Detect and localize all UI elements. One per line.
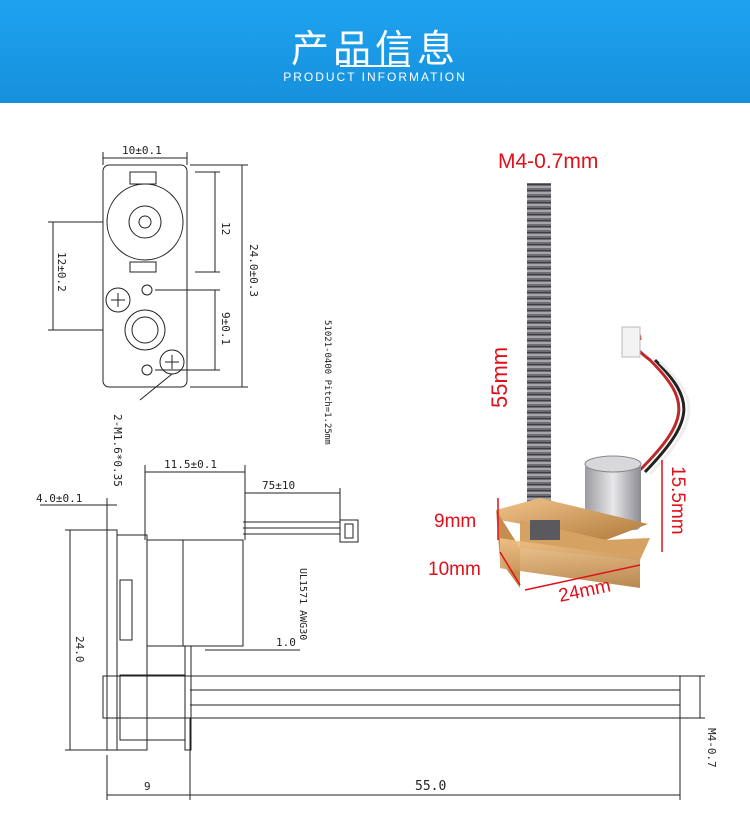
side-view-shaft [102,675,681,719]
dim-11-5: 11.5±0.1 [164,458,217,471]
cable-note: UL1571 AWG30 [297,568,308,640]
label-width-24: 24mm [557,575,613,607]
label-length: 55mm [487,347,512,408]
dim-4-0: 4.0±0.1 [36,492,82,505]
title-divider [340,65,410,67]
dim-12: 12 [219,222,232,235]
screw-left [105,287,131,313]
dim-top-width: 10±0.1 [122,144,162,157]
dim-9: 9 [144,780,151,793]
lead-screw [527,183,551,523]
connector-shape [339,519,359,543]
dim-12-02: 12±0.2 [55,252,68,292]
top-view-motor-hub [128,205,162,239]
dim-24-0: 24.0 [73,636,86,663]
connector-note: 51021-0400 Pitch=1.25mm [322,320,332,445]
label-thread: M4-0.7mm [498,150,598,173]
label-height-15-5: 15.5mm [667,466,688,535]
page-subtitle: PRODUCT INFORMATION [283,70,467,84]
side-view-gear [119,674,186,741]
dim-1-0: 1.0 [276,636,296,649]
side-view-motor-body [146,539,244,647]
top-view-nut-bore [124,309,166,351]
screw-note: 2-M1.6*0.35 [111,414,124,487]
label-depth-10: 10mm [428,559,481,580]
dim-24-03: 24.0±0.3 [247,244,260,297]
dim-9-01: 9±0.1 [219,312,232,345]
brass-frame-top [496,498,648,540]
dim-55-0: 55.0 [415,779,446,794]
header-banner: 产品信息 PRODUCT INFORMATION [0,0,750,103]
connector-photo [621,326,641,358]
dim-m4: M4-0.7 [705,728,718,768]
top-view-motor-ring [106,183,184,261]
top-view-plate [102,164,188,388]
dim-75: 75±10 [262,479,295,492]
label-height-9: 9mm [434,511,476,532]
page-title: 产品信息 [290,27,459,71]
